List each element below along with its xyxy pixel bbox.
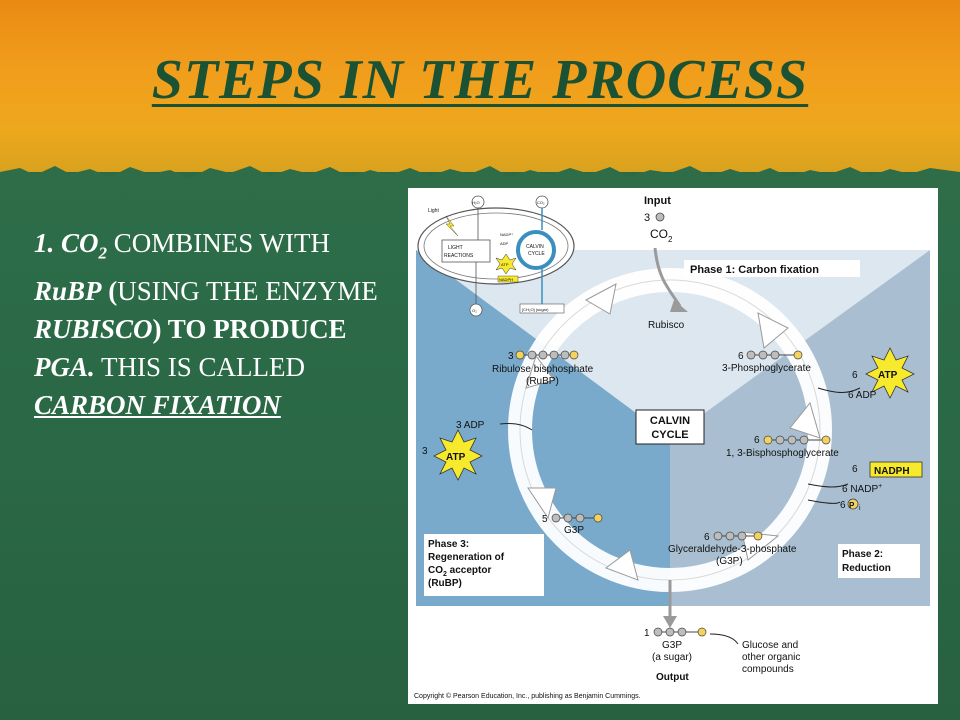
svg-text:5: 5 bbox=[542, 514, 548, 525]
svg-text:6: 6 bbox=[738, 351, 744, 362]
svg-text:6: 6 bbox=[754, 435, 760, 446]
rubp-molecule bbox=[515, 350, 579, 360]
svg-text:CYCLE: CYCLE bbox=[528, 251, 545, 257]
bpg-name: 1, 3-Bisphosphoglycerate bbox=[726, 448, 839, 459]
input-label: Input bbox=[644, 195, 671, 207]
glucose-line-1: Glucose and bbox=[742, 640, 798, 651]
phase2-label-1: Phase 2: bbox=[842, 549, 883, 560]
svg-text:ATP: ATP bbox=[446, 452, 466, 463]
svg-text:ATP: ATP bbox=[501, 262, 509, 267]
svg-text:O₂: O₂ bbox=[472, 308, 477, 313]
rubisco-label: Rubisco bbox=[648, 320, 685, 331]
svg-text:NADPH: NADPH bbox=[499, 277, 513, 282]
orange-header-band bbox=[0, 0, 960, 172]
svg-text:3: 3 bbox=[508, 351, 514, 362]
glucose-line-2: other organic bbox=[742, 652, 800, 663]
g3p-name: Glyceraldehyde-3-phosphate bbox=[668, 544, 797, 555]
nadph-label: NADPH bbox=[874, 466, 910, 477]
phase3-label-2: Regeneration of bbox=[428, 552, 505, 563]
rubp-abbr: (RuBP) bbox=[526, 376, 559, 387]
calvin-label-2: CYCLE bbox=[651, 429, 688, 441]
atp3-burst bbox=[433, 429, 483, 481]
atp-burst bbox=[865, 347, 915, 399]
svg-text:Light: Light bbox=[428, 208, 439, 214]
input-count: 3 bbox=[644, 212, 650, 224]
pga-molecule bbox=[746, 350, 803, 360]
slide-title: STEPS IN THE PROCESS bbox=[151, 49, 809, 111]
adp3-label: 3 ADP bbox=[456, 420, 485, 431]
calvin-label-1: CALVIN bbox=[650, 415, 690, 427]
chloroplast-inset: LIGHT REACTIONS CALVIN CYCLE ATP NADPH N… bbox=[417, 195, 575, 317]
phase3-label-1: Phase 3: bbox=[428, 539, 469, 550]
svg-text:[CH₂O] (sugar): [CH₂O] (sugar) bbox=[522, 307, 549, 312]
svg-text:6: 6 bbox=[840, 500, 846, 511]
slide-body-text: 1. CO2 COMBINES WITH RuBP (USING THE ENZ… bbox=[34, 228, 378, 421]
svg-text:3: 3 bbox=[422, 446, 428, 457]
svg-text:CALVIN: CALVIN bbox=[526, 244, 544, 250]
pga-name: 3-Phosphoglycerate bbox=[722, 363, 811, 374]
bpg-molecule bbox=[763, 435, 831, 445]
phase1-label: Phase 1: Carbon fixation bbox=[690, 264, 819, 276]
nadp-out: 6 NADP+ bbox=[842, 483, 882, 495]
svg-text:CO₂: CO₂ bbox=[537, 200, 545, 205]
g3p5-molecule bbox=[551, 513, 603, 523]
phase3-label-3: CO2 acceptor bbox=[428, 565, 491, 578]
rubp-name: Ribulose bisphosphate bbox=[492, 364, 594, 375]
output-sugar: (a sugar) bbox=[652, 652, 692, 663]
phase3-label-4: (RuBP) bbox=[428, 578, 462, 589]
g3p-abbr: (G3P) bbox=[716, 556, 743, 567]
svg-text:ADP: ADP bbox=[500, 241, 509, 246]
g3p5-name: G3P bbox=[564, 525, 584, 536]
svg-text:NADP⁺: NADP⁺ bbox=[500, 232, 513, 237]
output-label: Output bbox=[656, 672, 689, 683]
glucose-line-3: compounds bbox=[742, 664, 794, 675]
svg-text:H₂O: H₂O bbox=[472, 200, 480, 205]
svg-text:i: i bbox=[859, 505, 861, 512]
input-co2: CO2 bbox=[650, 227, 673, 244]
svg-text:6: 6 bbox=[704, 532, 710, 543]
calvin-cycle-figure: Input 3 CO2 Phase 1: Carbon fixation Rub… bbox=[408, 188, 938, 704]
output-g3p-name: G3P bbox=[662, 640, 682, 651]
calvin-cycle-diagram: Input 3 CO2 Phase 1: Carbon fixation Rub… bbox=[414, 195, 930, 700]
svg-text:LIGHT: LIGHT bbox=[448, 245, 463, 251]
svg-text:ATP: ATP bbox=[878, 370, 898, 381]
g3p-molecule bbox=[713, 531, 763, 541]
output-g3p-molecule bbox=[653, 627, 707, 637]
svg-text:REACTIONS: REACTIONS bbox=[444, 253, 474, 259]
svg-text:6: 6 bbox=[852, 370, 858, 381]
svg-text:1: 1 bbox=[644, 628, 650, 639]
phase2-label-2: Reduction bbox=[842, 563, 891, 574]
svg-text:6: 6 bbox=[852, 464, 858, 475]
adp-out: 6 ADP bbox=[848, 390, 877, 401]
svg-text:P: P bbox=[849, 501, 855, 510]
copyright: Copyright © Pearson Education, Inc., pub… bbox=[414, 692, 641, 700]
